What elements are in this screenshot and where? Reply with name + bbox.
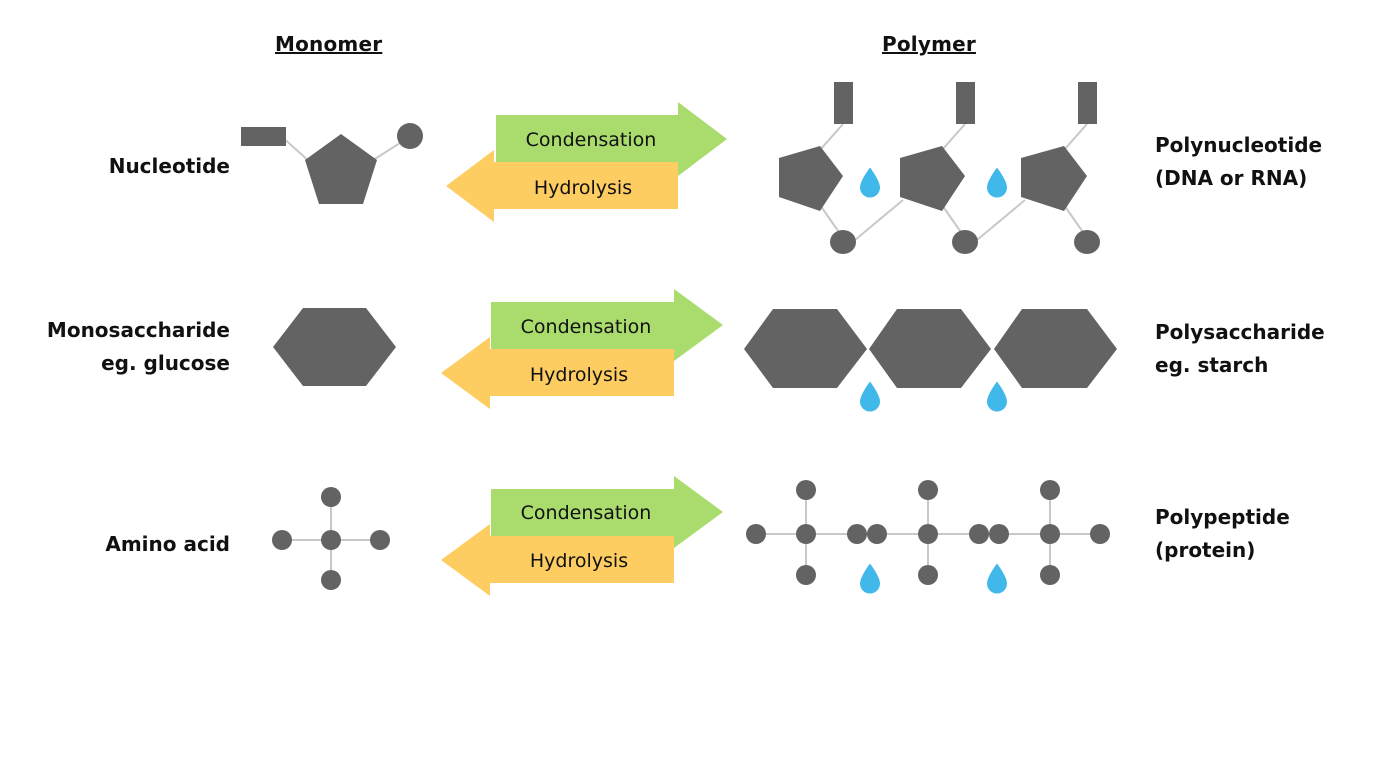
condensation-label: Condensation	[526, 129, 657, 151]
condensation-arrow-icon	[491, 289, 723, 361]
base-circle-icon	[1074, 230, 1100, 254]
polypeptide-label-line-1: Polypeptide	[1155, 505, 1290, 529]
polymer-header: Polymer	[882, 32, 976, 56]
hexose-ring-icon	[994, 309, 1117, 388]
condensation-label: Condensation	[521, 316, 652, 338]
amine-group-icon	[272, 530, 292, 550]
central-carbon-icon	[321, 530, 341, 550]
condensation-label: Condensation	[521, 502, 652, 524]
hexose-ring-icon	[744, 309, 867, 388]
water-drop-icon	[860, 381, 880, 412]
polynucleotide-polymer	[779, 82, 1100, 254]
condensation-arrow-icon	[496, 102, 727, 176]
r-group-icon	[321, 487, 341, 507]
hydrolysis-arrow-icon	[446, 150, 678, 222]
hydrolysis-label: Hydrolysis	[534, 177, 632, 199]
water-drop-icon	[860, 563, 880, 594]
hydrogen-atom-icon	[321, 570, 341, 590]
row2-arrows: Condensation Hydrolysis	[441, 289, 723, 409]
water-drop-icon	[987, 167, 1007, 198]
hexose-ring-icon	[273, 308, 396, 386]
polypeptide-polymer	[746, 480, 1110, 594]
phosphate-rect-icon	[834, 82, 853, 124]
phosphate-rect-icon	[956, 82, 975, 124]
water-drop-icon	[987, 563, 1007, 594]
pentose-sugar-icon	[900, 146, 965, 211]
base-circle-icon	[830, 230, 856, 254]
polynucleotide-label-line-2: (DNA or RNA)	[1155, 166, 1308, 190]
polysaccharide-polymer	[744, 309, 1117, 412]
row1-arrows: Condensation Hydrolysis	[446, 102, 727, 222]
hexose-ring-icon	[869, 309, 991, 388]
phosphate-rect-icon	[241, 127, 286, 146]
polysaccharide-label-line-2: eg. starch	[1155, 353, 1269, 377]
carboxyl-group-icon	[370, 530, 390, 550]
hydrolysis-label: Hydrolysis	[530, 550, 628, 572]
nucleotide-monomer	[241, 123, 423, 204]
nucleotide-label-line-1: Nucleotide	[108, 154, 230, 178]
polysaccharide-label-line-1: Polysaccharide	[1155, 320, 1325, 344]
condensation-arrow-icon	[491, 476, 723, 548]
polysaccharide-label: Polysaccharide eg. starch	[1155, 316, 1380, 382]
pentose-sugar-icon	[1021, 146, 1087, 211]
base-circle-icon	[397, 123, 423, 149]
phosphate-rect-icon	[1078, 82, 1097, 124]
monomer-header: Monomer	[275, 32, 383, 56]
polynucleotide-label-line-1: Polynucleotide	[1155, 133, 1323, 157]
hydrolysis-arrow-icon	[441, 337, 674, 409]
polypeptide-label-line-2: (protein)	[1155, 538, 1256, 562]
amino-acid-label: Amino acid	[0, 528, 230, 561]
pentose-sugar-icon	[305, 134, 377, 204]
polypeptide-label: Polypeptide (protein)	[1155, 501, 1380, 567]
monosaccharide-label-line-1: Monosaccharide	[46, 318, 230, 342]
hydrolysis-label: Hydrolysis	[530, 364, 628, 386]
amino-acid-monomer	[272, 487, 390, 590]
row3-arrows: Condensation Hydrolysis	[441, 476, 723, 596]
water-drop-icon	[860, 167, 880, 198]
nucleotide-label: Nucleotide	[0, 150, 230, 183]
amino-acid-label-line-1: Amino acid	[105, 532, 230, 556]
water-drop-icon	[987, 381, 1007, 412]
pentose-sugar-icon	[779, 146, 843, 211]
hydrolysis-arrow-icon	[441, 524, 674, 596]
monosaccharide-label-line-2: eg. glucose	[101, 351, 230, 375]
base-circle-icon	[952, 230, 978, 254]
nucleotide-bond-1	[281, 136, 311, 163]
polynucleotide-label: Polynucleotide (DNA or RNA)	[1155, 129, 1380, 195]
monosaccharide-label: Monosaccharide eg. glucose	[0, 314, 230, 380]
